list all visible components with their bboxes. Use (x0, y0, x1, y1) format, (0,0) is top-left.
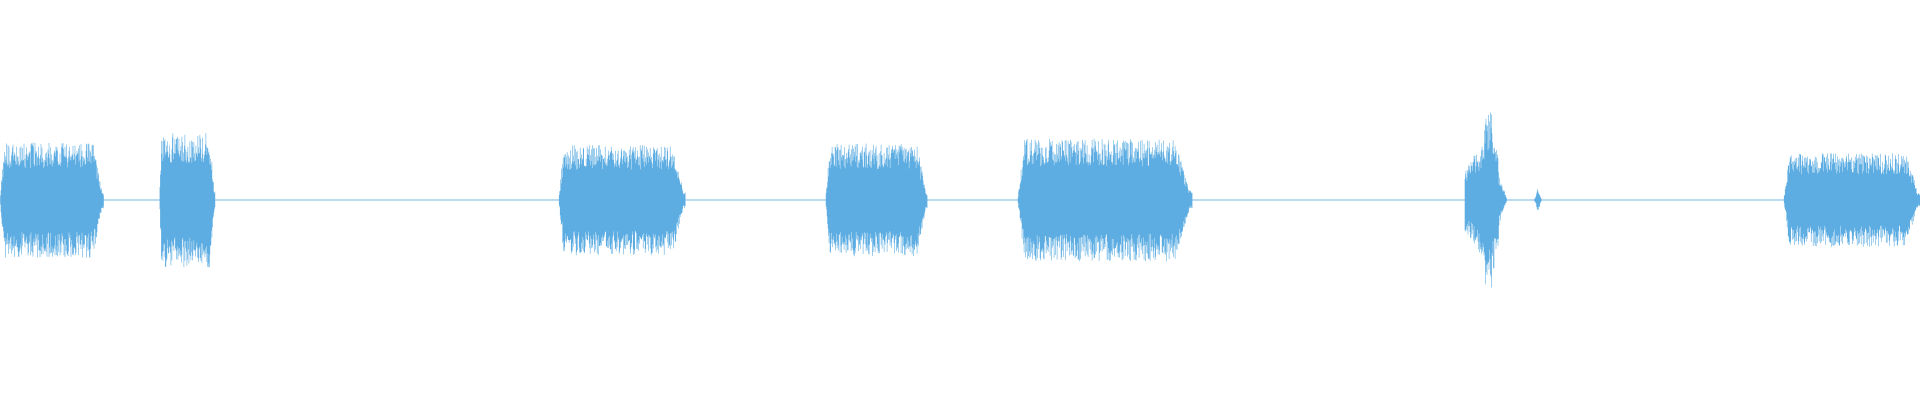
waveform-segment-8 (1783, 153, 1920, 247)
waveform-segment-1 (0, 142, 104, 258)
waveform-segment-7 (1534, 189, 1542, 211)
waveform-segment-4 (825, 143, 928, 257)
waveform-segments (0, 112, 1920, 288)
waveform-segment-3 (558, 145, 686, 256)
waveform-segment-5 (1017, 138, 1193, 262)
waveform-segment-2 (159, 133, 216, 268)
waveform-segment-6 (1464, 112, 1508, 288)
